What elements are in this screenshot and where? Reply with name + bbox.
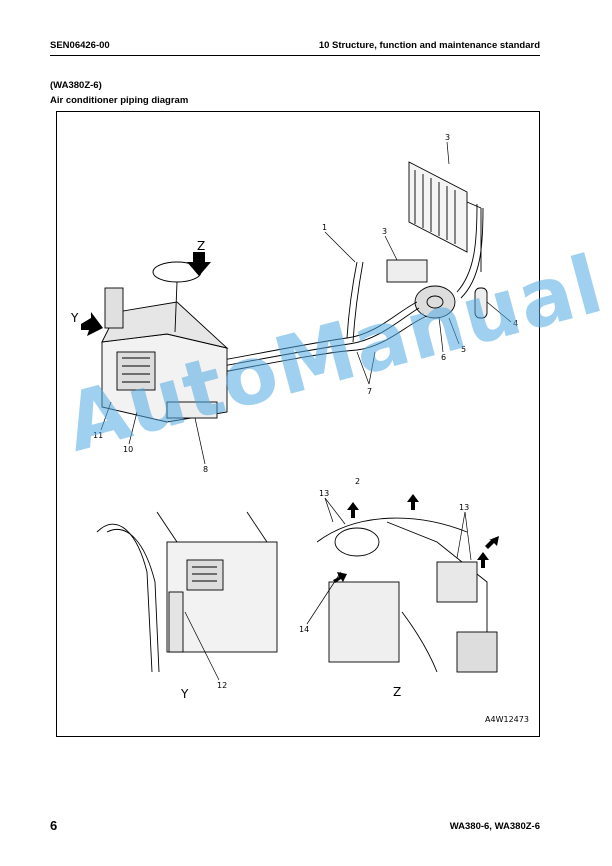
callout-3-condenser: 3 [445, 133, 450, 142]
footer-models: WA380-6, WA380Z-6 [449, 821, 540, 832]
view-y-arrow-label: Y [70, 311, 79, 325]
leader-lines [100, 141, 512, 681]
header-rule [50, 55, 540, 56]
callout-14: 14 [299, 625, 309, 634]
callout-7: 7 [367, 387, 372, 396]
callout-12: 12 [217, 681, 227, 690]
callout-10: 10 [123, 445, 133, 454]
page-number: 6 [50, 818, 58, 833]
condenser-drawing [408, 161, 482, 272]
callout-8: 8 [203, 465, 208, 474]
callout-6: 6 [441, 353, 446, 362]
figure-id: A4W12473 [485, 715, 529, 724]
view-arrows [81, 252, 499, 583]
piping-diagram: Z Y 3 1 3 4 5 6 7 8 10 11 12 13 13 14 2 … [70, 133, 529, 724]
diagram-title: Air conditioner piping diagram [50, 95, 189, 106]
callout-3: 3 [382, 227, 387, 236]
view-z-arrow-label: Z [197, 239, 205, 253]
callout-2: 2 [355, 477, 360, 486]
section-title: 10 Structure, function and maintenance s… [318, 40, 540, 51]
detail-view-y [96, 511, 278, 673]
refrigerant-piping [211, 203, 484, 375]
ac-unit-drawing [101, 261, 229, 423]
view-y-label: Y [180, 687, 189, 701]
callout-13-right: 13 [459, 503, 469, 512]
callout-5: 5 [461, 345, 466, 354]
model-subheading: (WA380Z-6) [50, 80, 102, 91]
callout-4: 4 [513, 319, 518, 328]
detail-view-z [316, 517, 498, 673]
callout-1: 1 [322, 223, 327, 232]
receiver-drawing [474, 287, 488, 319]
compressor-drawing [386, 259, 456, 319]
doc-code: SEN06426-00 [50, 40, 110, 51]
diagram-frame: Z Y 3 1 3 4 5 6 7 8 10 11 12 13 13 14 2 … [56, 111, 540, 737]
view-z-label: Z [393, 685, 401, 699]
callout-11: 11 [93, 431, 103, 440]
callout-13-left: 13 [319, 489, 329, 498]
